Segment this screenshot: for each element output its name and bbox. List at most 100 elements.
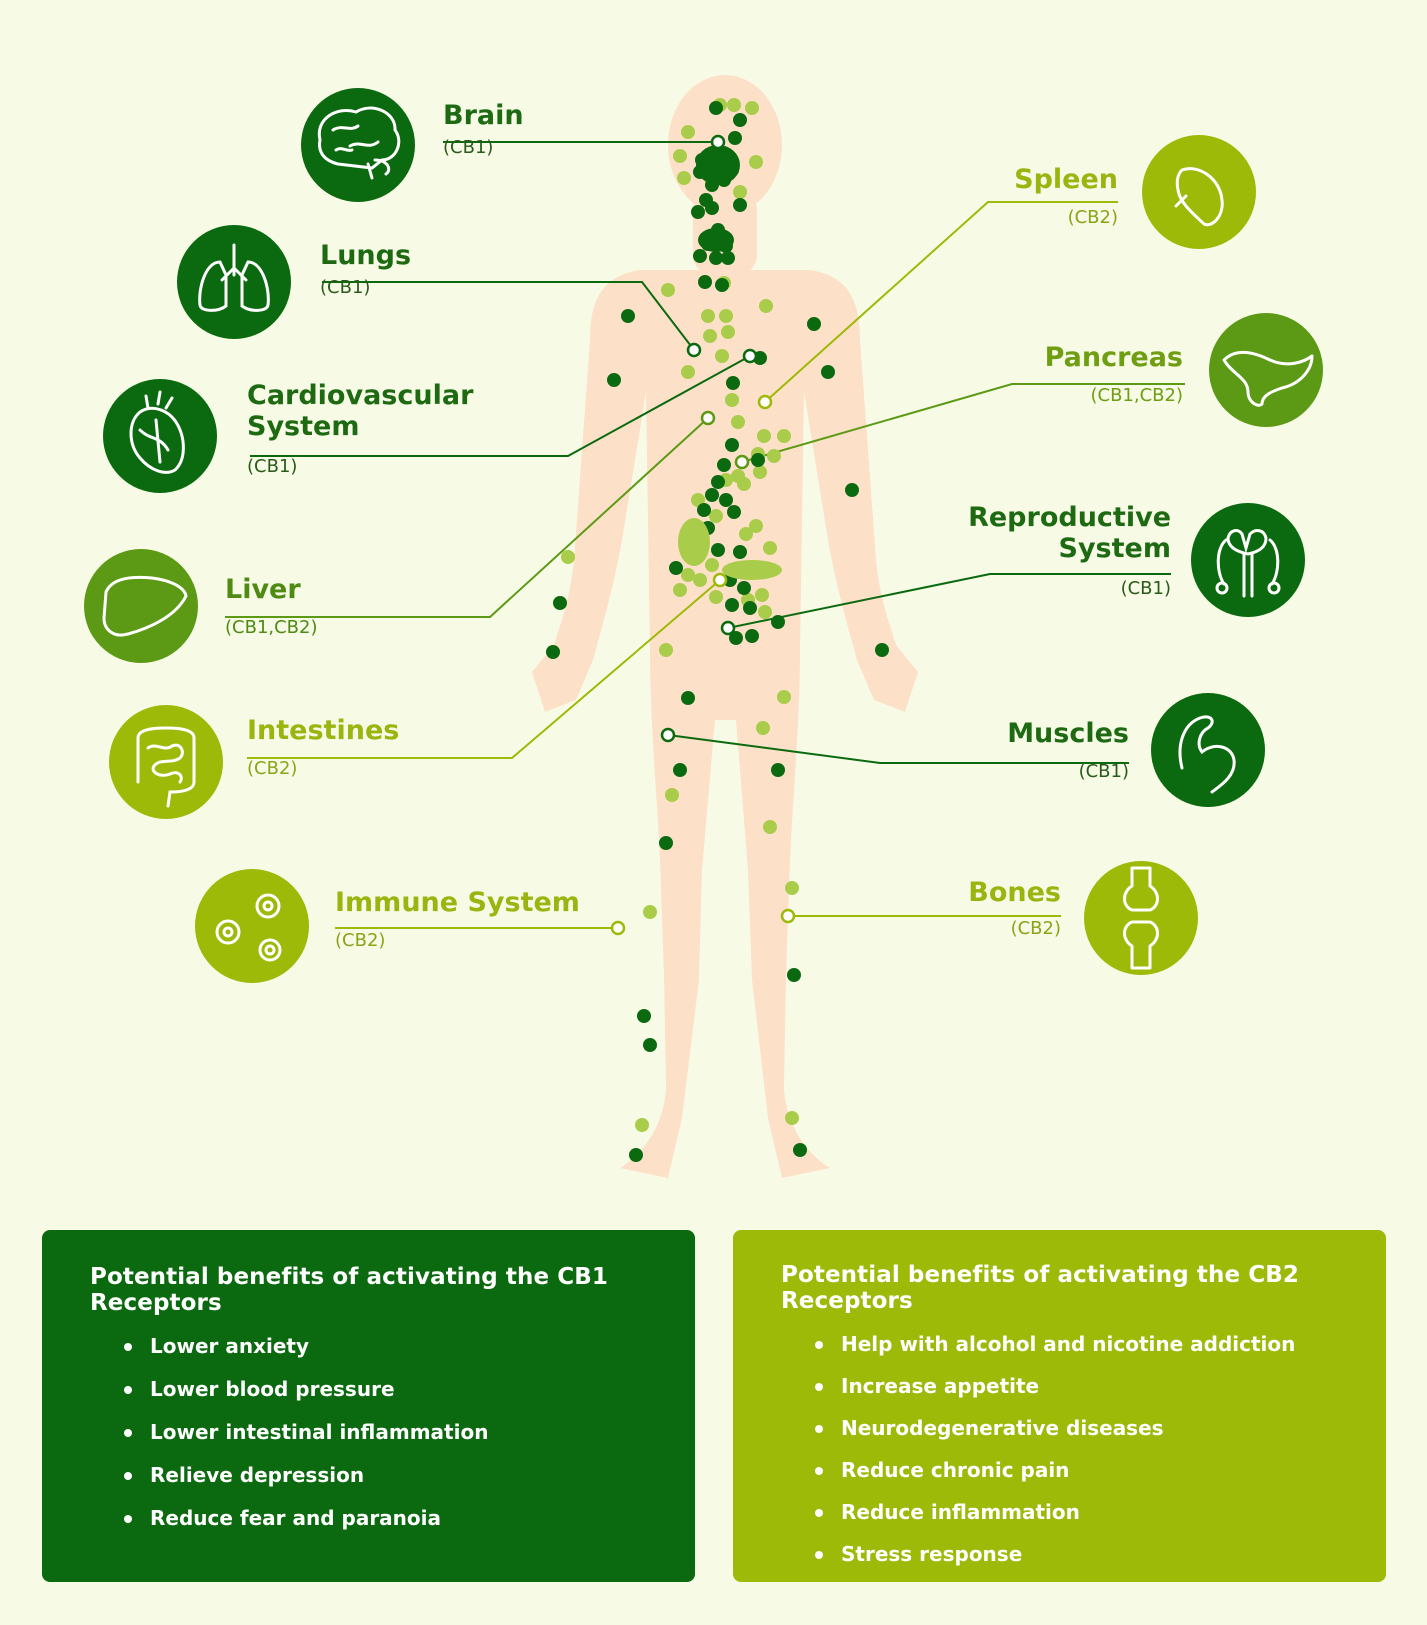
- list-item: Lower intestinal inflammation: [124, 1420, 695, 1444]
- organ-receptor: (CB1): [247, 456, 298, 477]
- receptor-dot: [728, 131, 742, 145]
- connector-endpoint: [780, 908, 796, 924]
- organ-name: Brain: [443, 100, 524, 131]
- organ-receptor: (CB1): [443, 137, 494, 158]
- receptor-dot: [673, 763, 687, 777]
- receptor-dot: [693, 573, 707, 587]
- receptor-dot: [691, 205, 705, 219]
- organ-label-muscles: Muscles (CB1): [1007, 718, 1129, 782]
- organ-receptor: (CB2): [1067, 207, 1118, 228]
- organ-label-intestines: Intestines (CB2): [247, 715, 399, 779]
- list-item: Reduce chronic pain: [815, 1458, 1386, 1482]
- receptor-dot: [719, 493, 733, 507]
- connector-lines: [225, 141, 1185, 929]
- organ-receptor: (CB2): [335, 930, 386, 951]
- list-item: Reduce fear and paranoia: [124, 1506, 695, 1530]
- organ-name: Pancreas: [1044, 342, 1183, 373]
- connector-line: [225, 417, 709, 618]
- organ-receptor: (CB1): [1120, 578, 1171, 599]
- connector-line: [667, 734, 1129, 764]
- receptor-dot: [705, 558, 719, 572]
- organ-receptor: (CB1,CB2): [225, 617, 318, 638]
- receptor-dot: [637, 1009, 651, 1023]
- list-item: Increase appetite: [815, 1374, 1386, 1398]
- receptor-dot: [793, 1143, 807, 1157]
- receptor-dot: [725, 598, 739, 612]
- receptor-dot: [697, 503, 711, 517]
- organ-blob: [698, 228, 734, 252]
- connector-line: [250, 355, 751, 457]
- list-item: Lower blood pressure: [124, 1377, 695, 1401]
- organ-label-bones: Bones (CB2): [968, 877, 1061, 939]
- brain-icon: [301, 88, 415, 202]
- receptor-dot: [681, 125, 695, 139]
- connector-line: [727, 573, 1171, 629]
- receptor-dot: [643, 1038, 657, 1052]
- receptor-dot: [703, 329, 717, 343]
- receptor-dot: [767, 449, 781, 463]
- connector-endpoint: [720, 620, 736, 636]
- receptor-dot: [756, 721, 770, 735]
- receptor-dot: [715, 349, 729, 363]
- organ-label-immune-system: Immune System (CB2): [335, 887, 580, 951]
- receptor-dot: [726, 376, 740, 390]
- receptor-dot: [711, 543, 725, 557]
- receptor-dot: [721, 251, 735, 265]
- connector-line: [741, 383, 1185, 463]
- spleen-icon: [1142, 135, 1256, 249]
- receptor-dot: [727, 98, 741, 112]
- receptor-dot: [561, 550, 575, 564]
- receptor-dot: [643, 905, 657, 919]
- organ-label-pancreas: Pancreas (CB1,CB2): [1045, 342, 1183, 406]
- receptor-dot: [733, 185, 747, 199]
- receptor-dots: [546, 98, 889, 1162]
- list-item: Relieve depression: [124, 1463, 695, 1487]
- receptor-dot: [705, 488, 719, 502]
- receptor-dot: [721, 325, 735, 339]
- organ-name: Muscles: [1007, 718, 1129, 749]
- heart-icon: [103, 379, 217, 493]
- receptor-dot: [698, 275, 712, 289]
- cb1-panel-title: Potential benefits of activating the CB1…: [90, 1264, 609, 1316]
- organ-name: Bones: [968, 877, 1061, 908]
- receptor-dot: [677, 171, 691, 185]
- receptor-dot: [755, 588, 769, 602]
- list-item: Reduce inflammation: [815, 1500, 1386, 1524]
- connector-endpoint: [610, 920, 626, 936]
- cb1-benefits-panel: Potential benefits of activating the CB1…: [42, 1230, 695, 1582]
- receptor-dot: [673, 583, 687, 597]
- organ-blob: [722, 560, 782, 580]
- receptor-dot: [659, 836, 673, 850]
- organ-blob: [678, 518, 710, 566]
- receptor-dot: [753, 465, 767, 479]
- receptor-dot: [709, 590, 723, 604]
- receptor-dot: [845, 483, 859, 497]
- organ-receptor: (CB2): [1010, 918, 1061, 939]
- pancreas-icon: [1209, 313, 1323, 427]
- list-item: Lower anxiety: [124, 1334, 695, 1358]
- receptor-dot: [659, 643, 673, 657]
- receptor-dot: [759, 299, 773, 313]
- organ-label-brain: Brain (CB1): [443, 100, 524, 158]
- receptor-dot: [771, 615, 785, 629]
- receptor-dot: [743, 601, 757, 615]
- receptor-dot: [661, 283, 675, 297]
- receptor-dot: [749, 519, 763, 533]
- organ-blob: [696, 145, 740, 185]
- receptor-dot: [709, 509, 723, 523]
- connector-endpoint: [710, 134, 726, 150]
- intestines-icon: [109, 705, 223, 819]
- receptor-dot: [553, 596, 567, 610]
- list-item: Neurodegenerative diseases: [815, 1416, 1386, 1440]
- receptor-dot: [546, 645, 560, 659]
- receptor-dot: [719, 309, 733, 323]
- receptor-dot: [785, 1111, 799, 1125]
- connector-endpoint: [742, 348, 758, 364]
- connector-endpoint: [686, 342, 702, 358]
- lungs-icon: [177, 225, 291, 339]
- organ-name: Intestines: [247, 715, 400, 746]
- organ-name: Lungs: [320, 240, 412, 271]
- organ-receptor: (CB2): [247, 758, 298, 779]
- receptor-dot: [745, 101, 759, 115]
